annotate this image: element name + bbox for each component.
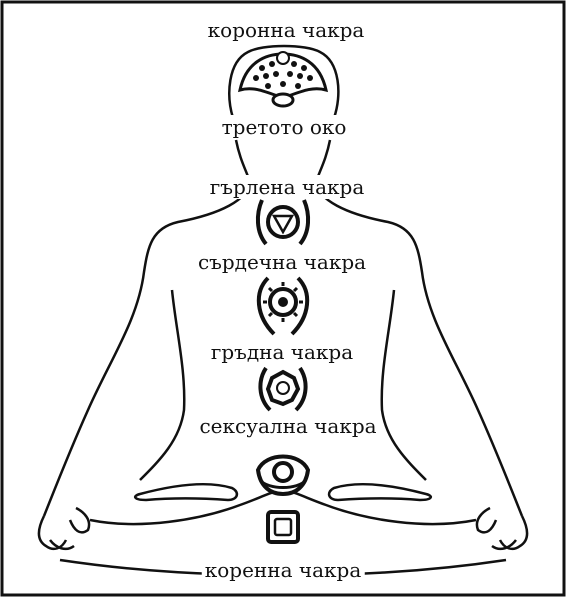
third-eye-label: третото око — [218, 115, 350, 139]
root-chakra-label: коренна чакра — [201, 558, 365, 582]
torso-left-outline — [139, 289, 186, 481]
right-foot-outline — [327, 483, 433, 502]
torso-right-outline — [380, 289, 427, 481]
throat-chakra-label: гърлена чакра — [206, 175, 368, 199]
solar-chakra-label: гръдна чакра — [207, 340, 357, 364]
sacral-chakra-icon — [255, 454, 311, 497]
head-outline — [228, 44, 340, 119]
right-hand-outline — [475, 506, 529, 551]
heart-chakra-label: сърдечна чакра — [194, 250, 370, 274]
sacral-chakra-label: сексуална чакра — [196, 414, 380, 438]
root-chakra-icon — [266, 510, 300, 544]
crown-chakra-label: коронна чакра — [204, 18, 368, 42]
throat-chakra-icon — [255, 199, 311, 246]
crown-chakra-lotus-icon — [238, 51, 328, 108]
left-foot-outline — [133, 483, 239, 502]
heart-chakra-icon — [256, 276, 310, 336]
solar-chakra-icon — [258, 366, 308, 412]
left-hand-outline — [37, 506, 91, 551]
